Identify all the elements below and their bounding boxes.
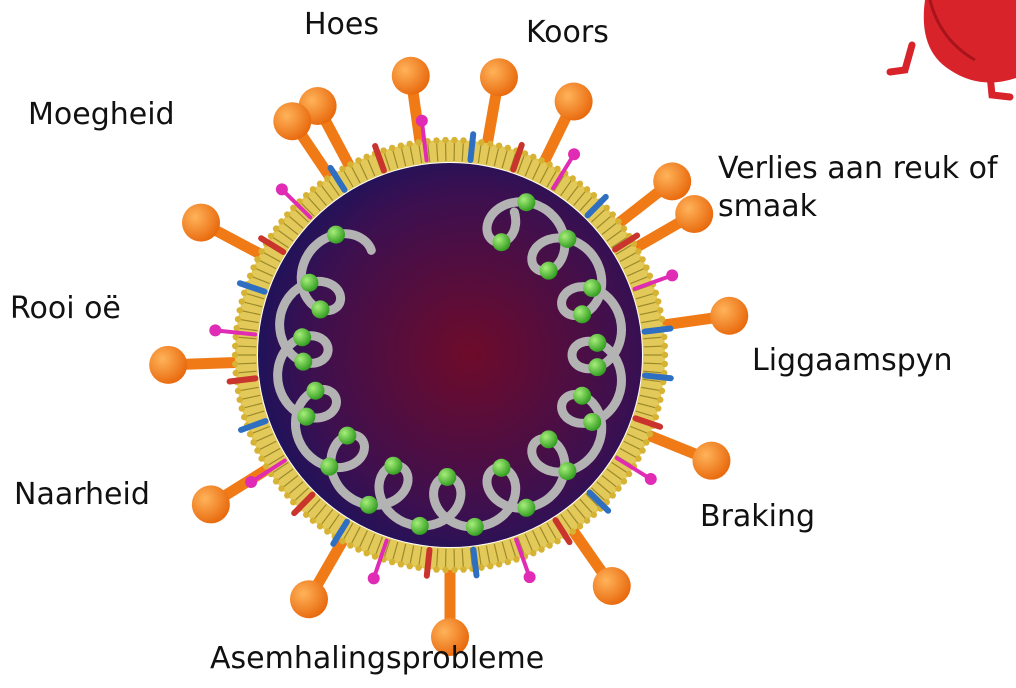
nucleocapsid-bead <box>558 462 576 480</box>
nucleocapsid-bead <box>492 459 510 477</box>
nucleocapsid-bead <box>466 518 484 536</box>
membrane-protein <box>470 134 473 160</box>
membrane-protein <box>230 378 256 381</box>
nucleocapsid-bead <box>540 430 558 448</box>
nucleocapsid-bead <box>573 305 591 323</box>
nucleocapsid-bead <box>300 274 318 292</box>
nucleocapsid-bead <box>492 233 510 251</box>
label-verlies-aan-reuk-of-smaak: Verlies aan reuk of smaak <box>718 150 1016 225</box>
nucleocapsid-bead <box>517 193 535 211</box>
nucleocapsid-bead <box>540 262 558 280</box>
nucleocapsid-bead <box>573 387 591 405</box>
label-asemhalingsprobleme: Asemhalingsprobleme <box>210 640 544 678</box>
label-moegheid: Moegheid <box>28 96 175 134</box>
nucleocapsid-bead <box>411 517 429 535</box>
nucleocapsid-bead <box>588 334 606 352</box>
membrane-protein <box>427 550 430 576</box>
spike-protein <box>538 83 593 176</box>
red-virus-mascot-icon <box>890 0 1016 97</box>
nucleocapsid-bead <box>306 382 324 400</box>
nucleocapsid-bead <box>438 468 456 486</box>
spike-protein <box>635 430 730 480</box>
label-rooi-oe: Rooi oë <box>10 290 121 328</box>
nucleocapsid-bead <box>338 427 356 445</box>
label-liggaamspyn: Liggaamspyn <box>752 342 953 380</box>
label-hoes: Hoes <box>304 6 379 44</box>
membrane-protein <box>473 550 476 576</box>
nucleocapsid-bead <box>517 499 535 517</box>
nucleocapsid-bead <box>297 408 315 426</box>
nucleocapsid-bead <box>384 457 402 475</box>
nucleocapsid-bead <box>360 496 378 514</box>
nucleocapsid-bead <box>583 279 601 297</box>
membrane-protein <box>645 328 671 331</box>
label-koors: Koors <box>526 14 609 52</box>
nucleocapsid-bead <box>558 230 576 248</box>
nucleocapsid-bead <box>327 226 345 244</box>
label-braking: Braking <box>700 498 815 536</box>
nucleocapsid-bead <box>293 328 311 346</box>
nucleocapsid-bead <box>588 358 606 376</box>
nucleocapsid-bead <box>294 353 312 371</box>
membrane-protein <box>645 375 671 378</box>
label-naarheid: Naarheid <box>14 476 150 514</box>
nucleocapsid-bead <box>583 413 601 431</box>
nucleocapsid-bead <box>311 300 329 318</box>
virus-core <box>258 163 642 547</box>
nucleocapsid-bead <box>320 458 338 476</box>
